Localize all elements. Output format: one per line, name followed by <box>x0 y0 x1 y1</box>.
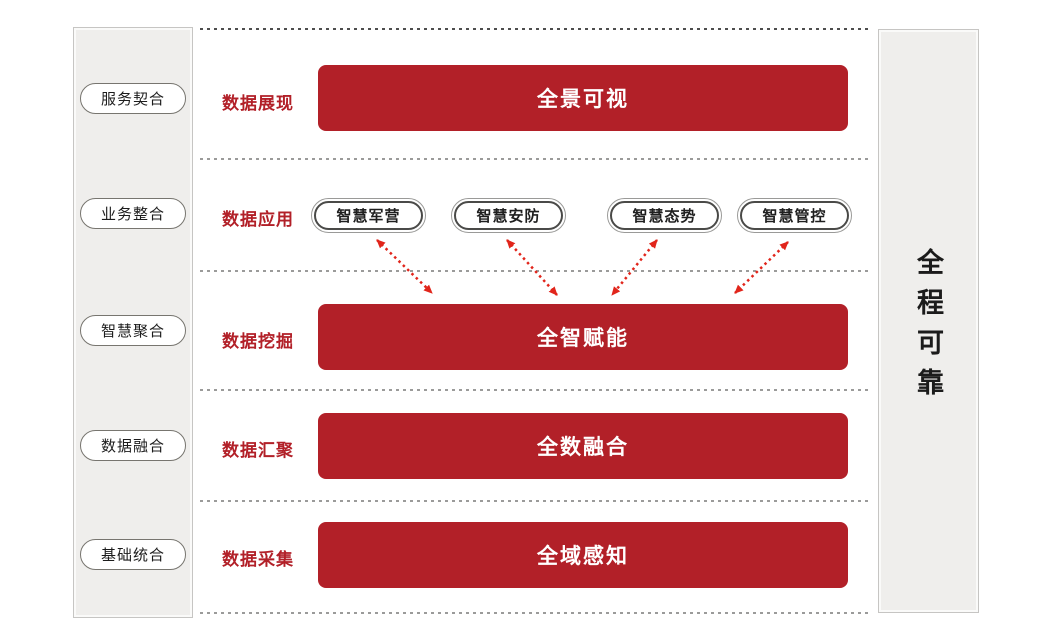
layer-label-data-mining: 数据挖掘 <box>222 332 294 351</box>
app-pill-smart-barracks: 智慧军营 <box>311 198 426 233</box>
left-rail-item-data-fusion: 数据融合 <box>80 430 186 461</box>
layer-label-data-presentation: 数据展现 <box>222 94 294 113</box>
app-pill-label: 智慧军营 <box>314 201 423 230</box>
arrows-layer <box>376 239 789 296</box>
right-rail-title: 全程可靠 <box>913 247 943 408</box>
double-arrow-icon <box>734 241 789 294</box>
layer-label-data-application: 数据应用 <box>222 210 294 229</box>
separator-line <box>200 612 868 614</box>
double-arrow-icon <box>506 239 558 296</box>
left-rail-item-wisdom-aggregation: 智慧聚合 <box>80 315 186 346</box>
left-rail-item-business-integration: 业务整合 <box>80 198 186 229</box>
separator-line <box>200 500 868 502</box>
right-rail: 全程可靠 <box>878 29 979 613</box>
layer-label-data-collection: 数据采集 <box>222 550 294 569</box>
layer-bar-full-data-fusion: 全数融合 <box>318 413 848 479</box>
separator-line <box>200 389 868 391</box>
app-pill-smart-security: 智慧安防 <box>451 198 566 233</box>
layer-bar-panoramic-visualization: 全景可视 <box>318 65 848 131</box>
app-pill-label: 智慧安防 <box>454 201 563 230</box>
app-pill-smart-situation: 智慧态势 <box>607 198 722 233</box>
layer-label-data-convergence: 数据汇聚 <box>222 441 294 460</box>
double-arrow-icon <box>376 239 433 294</box>
layer-bar-full-domain-sensing: 全域感知 <box>318 522 848 588</box>
app-pill-label: 智慧管控 <box>740 201 849 230</box>
app-pill-label: 智慧态势 <box>610 201 719 230</box>
left-rail-item-basic-unification: 基础统合 <box>80 539 186 570</box>
layer-bar-full-intelligence-empowerment: 全智赋能 <box>318 304 848 370</box>
double-arrow-icon <box>611 239 658 296</box>
left-rail-item-service-fit: 服务契合 <box>80 83 186 114</box>
separator-line <box>200 158 868 160</box>
separator-line <box>200 28 868 30</box>
app-pill-smart-control: 智慧管控 <box>737 198 852 233</box>
